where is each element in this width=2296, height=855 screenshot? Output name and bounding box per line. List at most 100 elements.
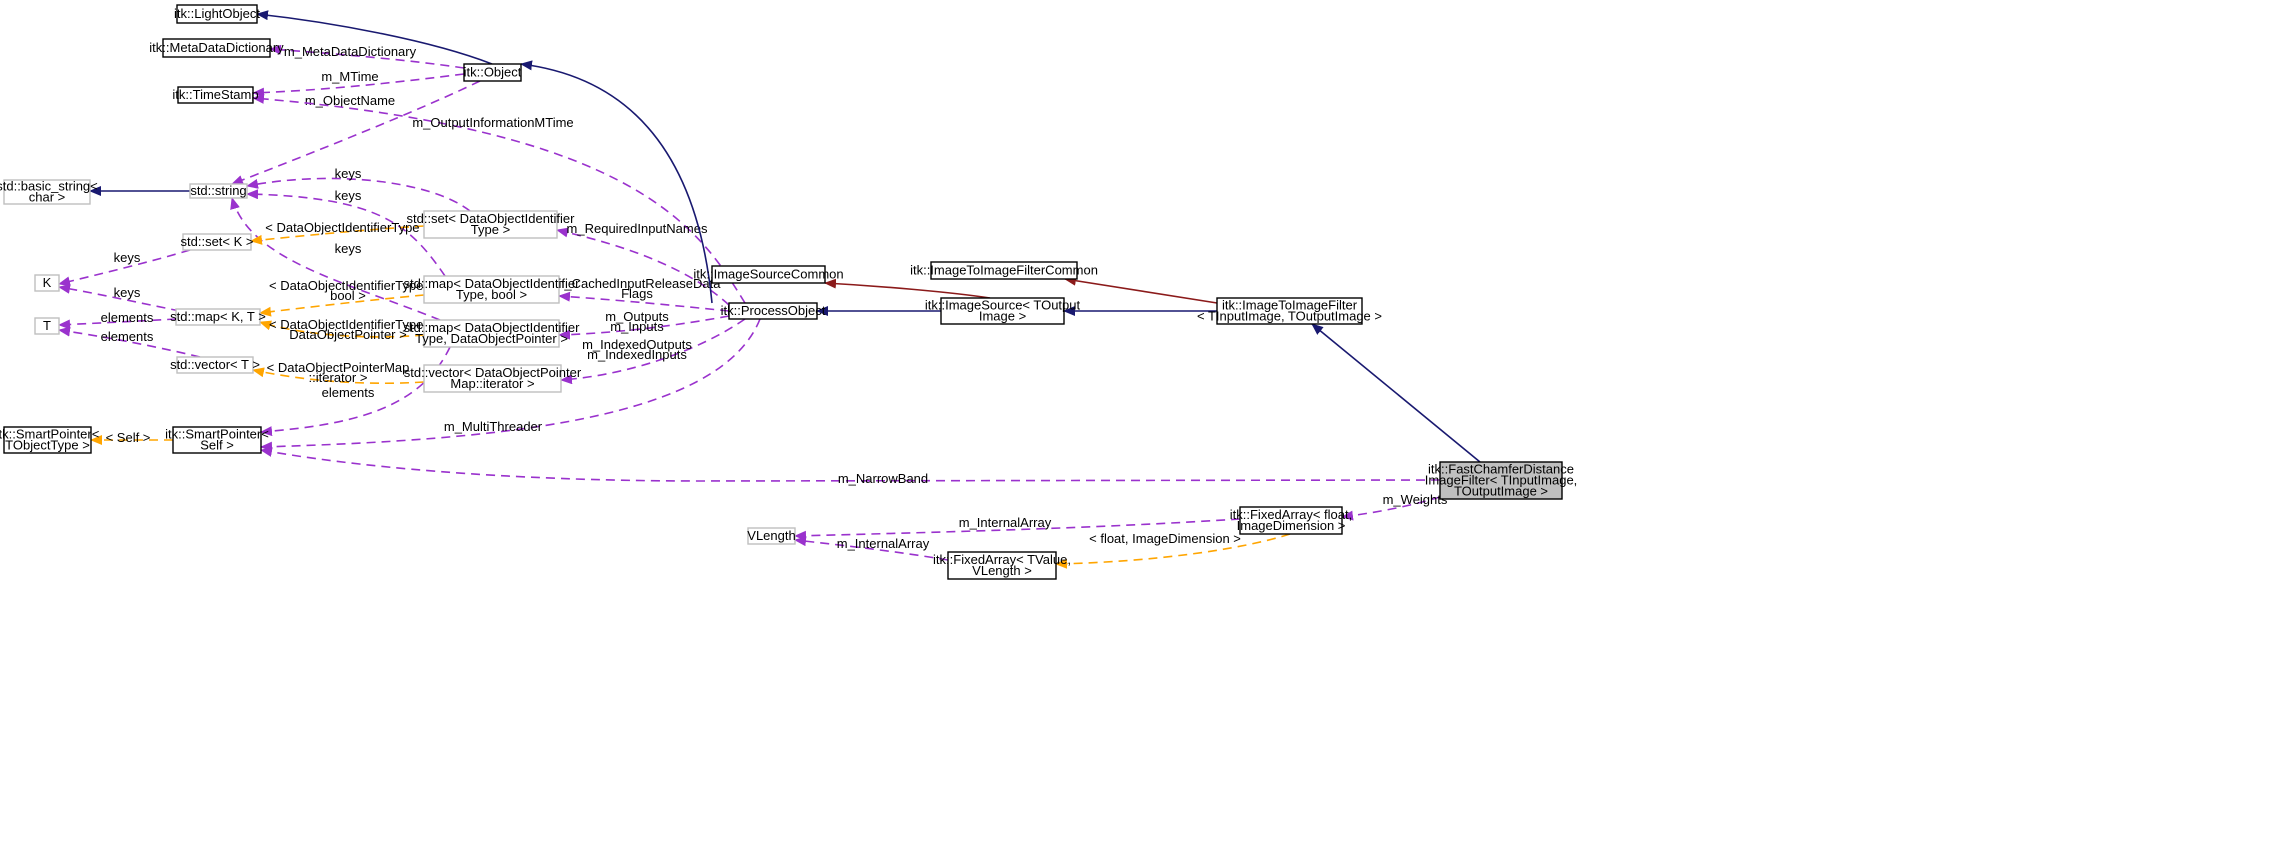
node-imagesourcecommon-label: itk::ImageSourceCommon xyxy=(693,267,843,282)
node-map-kt[interactable]: std::map< K, T > xyxy=(170,308,266,326)
node-fixedarray-tvalue-box xyxy=(947,551,1057,580)
edge-mapkt-k: keys xyxy=(58,283,181,312)
node-object[interactable]: itk::Object xyxy=(463,63,522,82)
node-imagesource[interactable]: itk::ImageSource< TOutputImage > xyxy=(925,297,1081,325)
edge-fixedarrayfloat-fixedarraytvalue: < float, ImageDimension > xyxy=(1055,531,1291,569)
node-object-box xyxy=(463,63,522,82)
node-k-box xyxy=(34,274,60,292)
node-fixedarray-float-label: ImageDimension > xyxy=(1237,518,1346,533)
node-fixedarray-tvalue-label: itk::FixedArray< TValue, xyxy=(933,552,1071,567)
node-set-doid[interactable]: std::set< DataObjectIdentifierType > xyxy=(406,210,575,239)
edge-processobject-object-line xyxy=(520,60,713,304)
node-map-kt-box xyxy=(175,308,261,326)
node-imagetoimagefilter[interactable]: itk::ImageToImageFilter< TInputImage, TO… xyxy=(1197,297,1382,325)
edge-mapdoidptr-mapkt-label: < DataObjectIdentifierType, xyxy=(269,317,427,332)
node-metadatadictionary[interactable]: itk::MetaDataDictionary xyxy=(149,38,284,58)
edge-object-metadatadictionary-label: m_MetaDataDictionary xyxy=(284,44,417,59)
edge-setdoid-string-label: keys xyxy=(335,166,362,181)
node-smartpointer-self-label: itk::SmartPointer< xyxy=(165,427,269,442)
node-basic-string-label: char > xyxy=(29,190,66,205)
edge-vectort-t-label: elements xyxy=(101,329,154,344)
node-basic-string[interactable]: std::basic_string<char > xyxy=(0,179,98,205)
node-map-doid-ptr[interactable]: std::map< DataObjectIdentifierType, Data… xyxy=(404,319,581,348)
node-smartpointer-self[interactable]: itk::SmartPointer<Self > xyxy=(165,426,269,454)
node-imagetoimagefiltercommon-label: itk::ImageToImageFilterCommon xyxy=(910,263,1098,278)
node-imagetoimagefiltercommon[interactable]: itk::ImageToImageFilterCommon xyxy=(910,261,1098,280)
node-vector-doptr-label: std::vector< DataObjectPointer xyxy=(404,365,582,380)
node-imagesourcecommon[interactable]: itk::ImageSourceCommon xyxy=(693,265,844,284)
node-std-string[interactable]: std::string xyxy=(189,183,248,199)
edge-mapkt-t: elements xyxy=(58,310,177,330)
node-vlength[interactable]: VLength xyxy=(747,527,796,545)
edge-vectordoptr-vectort: < DataObjectPointerMap::iterator > xyxy=(252,360,425,385)
edge-fixedarrayfloat-fixedarraytvalue-line xyxy=(1055,533,1291,569)
node-vector-doptr[interactable]: std::vector< DataObjectPointerMap::itera… xyxy=(404,364,582,393)
edge-processobject-mapdoidptr-label: m_Outputs xyxy=(605,309,669,324)
edge-vectort-t: elements xyxy=(58,326,201,358)
edge-object-string-label: m_ObjectName xyxy=(305,93,395,108)
edge-processobject-mapdoidbool-label: m_CachedInputReleaseData xyxy=(554,276,722,291)
node-set-k[interactable]: std::set< K > xyxy=(181,233,254,251)
node-smartpointer-tobject[interactable]: itk::SmartPointer<TObjectType > xyxy=(0,426,99,454)
node-fixedarray-tvalue-label: VLength > xyxy=(972,563,1032,578)
edge-fixedarrayfloat-vlength-label: m_InternalArray xyxy=(959,515,1052,530)
node-lightobject-label: itk::LightObject xyxy=(174,6,260,21)
node-smartpointer-tobject-label: itk::SmartPointer< xyxy=(0,427,99,442)
edge-fixedarrayfloat-fixedarraytvalue-label: < float, ImageDimension > xyxy=(1089,531,1241,546)
nodes-layer: itk::LightObjectitk::MetaDataDictionaryi… xyxy=(0,4,1578,580)
node-set-doid-label: std::set< DataObjectIdentifier xyxy=(406,211,575,226)
edge-setdoid-setk-line xyxy=(250,225,425,245)
edge-i2i-i2icommon-line xyxy=(1064,275,1218,304)
edge-setdoid-string-line xyxy=(246,177,471,212)
edge-mapdoidbool-mapkt-label: bool > xyxy=(330,288,366,303)
node-timestamp-box xyxy=(177,86,254,104)
node-fixedarray-float[interactable]: itk::FixedArray< float,ImageDimension > xyxy=(1230,506,1352,535)
node-map-kt-label: std::map< K, T > xyxy=(170,309,266,324)
node-map-doid-bool-box xyxy=(423,275,560,304)
edge-object-timestamp: m_MTime xyxy=(252,69,465,98)
node-k[interactable]: K xyxy=(34,274,60,292)
edge-mapkt-k-line xyxy=(58,283,181,312)
edge-vectordoptr-vectort-line xyxy=(252,367,425,385)
edge-i2i-i2icommon xyxy=(1064,275,1218,304)
node-imagetoimagefilter-label: < TInputImage, TOutputImage > xyxy=(1197,309,1382,324)
edge-processobject-smartpointer-line xyxy=(260,318,761,452)
node-fastchamfer-label: TOutputImage > xyxy=(1454,484,1548,499)
node-imagetoimagefilter-box xyxy=(1216,297,1363,325)
node-fixedarray-float-box xyxy=(1239,506,1343,535)
edge-mapdoidptr-mapkt-line xyxy=(259,320,425,338)
node-set-doid-label: Type > xyxy=(471,222,510,237)
node-fastchamfer-label: ImageFilter< TInputImage, xyxy=(1425,473,1578,488)
node-processobject[interactable]: itk::ProcessObject xyxy=(721,302,826,320)
edge-processobject-vectordoptr-label: m_IndexedOutputs xyxy=(582,337,692,352)
edge-mapdoidptr-smartpointer: elements xyxy=(260,346,451,437)
node-vector-t[interactable]: std::vector< T > xyxy=(170,356,260,374)
node-t-box xyxy=(34,317,60,335)
node-imagesource-box xyxy=(940,297,1065,325)
edge-fastchamfer-smartpointer: m_NarrowBand xyxy=(260,447,1441,486)
edge-object-metadatadictionary-line xyxy=(269,44,465,69)
edge-processobject-timestamp-label: m_OutputInformationMTime xyxy=(412,115,573,130)
node-fastchamfer-label: itk::FastChamferDistance xyxy=(1428,462,1574,477)
edge-mapdoidbool-mapkt-line xyxy=(259,294,425,317)
edge-mapdoidptr-mapkt: < DataObjectIdentifierType,DataObjectPoi… xyxy=(259,317,427,342)
node-map-doid-bool[interactable]: std::map< DataObjectIdentifierType, bool… xyxy=(404,275,581,304)
edge-processobject-smartpointer-label: m_MultiThreader xyxy=(444,419,543,434)
node-set-k-label: std::set< K > xyxy=(181,234,254,249)
edge-setdoid-setk: < DataObjectIdentifierType > xyxy=(250,220,431,245)
edge-mapdoidptr-string: keys xyxy=(230,197,441,321)
edge-imagesource-imagesourcecommon xyxy=(824,278,991,299)
node-timestamp[interactable]: itk::TimeStamp xyxy=(172,86,259,104)
edge-mapdoidptr-mapkt-label: DataObjectPointer > xyxy=(289,327,406,342)
edge-fastchamfer-smartpointer-line xyxy=(260,447,1441,482)
node-smartpointer-tobject-box xyxy=(3,426,92,454)
node-fixedarray-tvalue[interactable]: itk::FixedArray< TValue,VLength > xyxy=(933,551,1071,580)
edge-fastchamfer-i2i xyxy=(1311,323,1481,463)
node-imagesource-label: Image > xyxy=(979,309,1026,324)
node-smartpointer-tobject-label: TObjectType > xyxy=(5,438,90,453)
node-lightobject[interactable]: itk::LightObject xyxy=(174,4,260,24)
node-t[interactable]: T xyxy=(34,317,60,335)
